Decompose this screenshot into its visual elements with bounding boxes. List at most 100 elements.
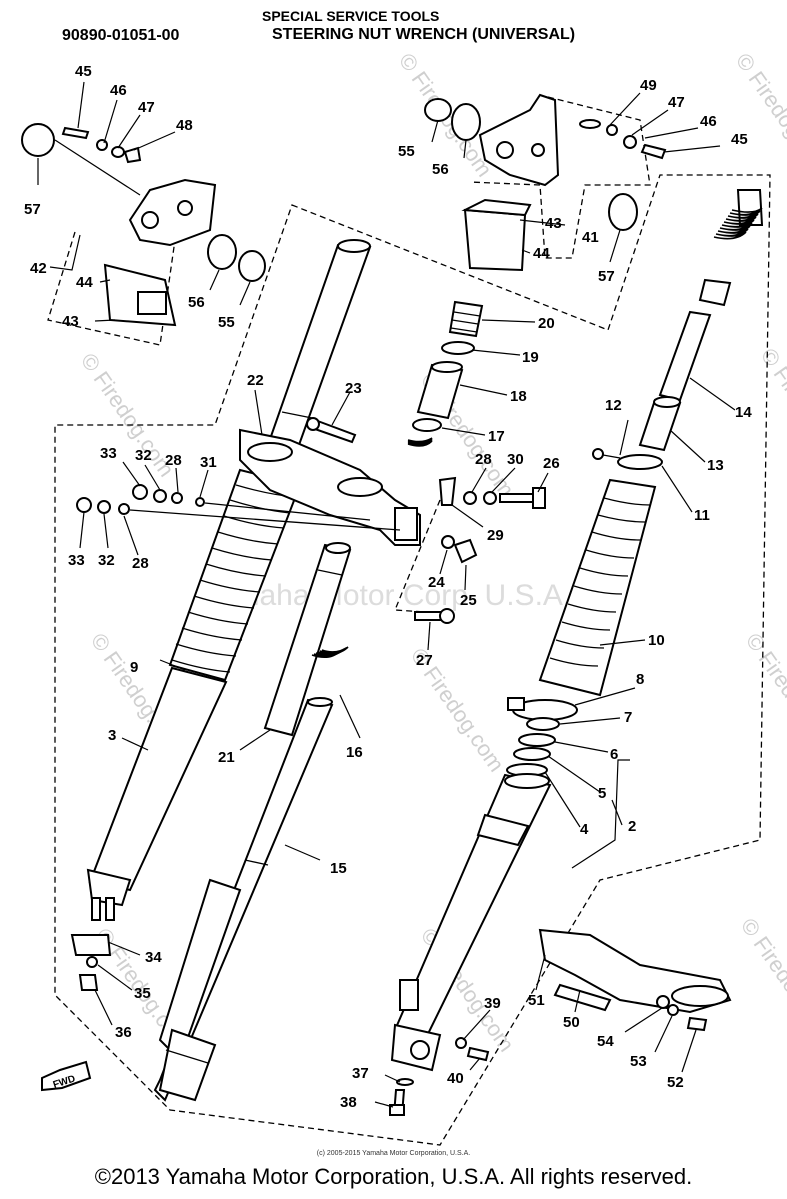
callout-57: 57 — [598, 268, 615, 285]
top-bracket-outline — [469, 96, 651, 259]
top-left-bracket — [21, 123, 266, 327]
callout-53: 53 — [630, 1053, 647, 1070]
callout-22: 22 — [247, 372, 264, 389]
callout-24: 24 — [428, 574, 445, 591]
callout-40: 40 — [447, 1070, 464, 1087]
seat-17 — [412, 418, 442, 432]
callout-43: 43 — [545, 215, 562, 232]
callout-51: 51 — [528, 992, 545, 1009]
small-footer: (c) 2005-2015 Yamaha Motor Corporation, … — [316, 1150, 471, 1157]
leader-lines — [37, 81, 736, 1108]
caliper-bracket — [538, 928, 732, 1032]
callout-47: 47 — [138, 99, 155, 116]
callout-16: 16 — [346, 744, 363, 761]
callout-14: 14 — [735, 404, 752, 421]
callout-50: 50 — [563, 1014, 580, 1031]
callout-38: 38 — [340, 1094, 357, 1111]
callout-7: 7 — [624, 709, 632, 726]
callout-49: 49 — [640, 77, 657, 94]
callout-32: 32 — [135, 447, 152, 464]
right-fork-leg — [389, 189, 764, 1116]
callout-39: 39 — [484, 995, 501, 1012]
callout-9: 9 — [130, 659, 138, 676]
callout-6: 6 — [610, 746, 618, 763]
callout-18: 18 — [510, 388, 527, 405]
under-bracket — [239, 417, 421, 546]
inner-tube-cap — [337, 239, 371, 253]
watermark-firedog: © Firedog.com — [756, 344, 787, 477]
callout-17: 17 — [488, 428, 505, 445]
watermark-firedog: © Firedog.com — [736, 914, 787, 1047]
spring-14 — [713, 207, 763, 240]
callout-13: 13 — [707, 457, 724, 474]
callout-28: 28 — [165, 452, 182, 469]
callout-48: 48 — [176, 117, 193, 134]
cap-bolt-20 — [448, 300, 484, 338]
outer-tube-left — [88, 666, 228, 892]
callout-44: 44 — [533, 245, 550, 262]
callout-55: 55 — [218, 314, 235, 331]
callout-26: 26 — [543, 455, 560, 472]
callout-5: 5 — [598, 785, 606, 802]
callout-11: 11 — [694, 507, 710, 524]
callout-37: 37 — [352, 1065, 369, 1082]
callout-28: 28 — [475, 451, 492, 468]
callout-41: 41 — [582, 229, 599, 246]
callout-12: 12 — [605, 397, 622, 414]
lamp-stay-top — [463, 208, 527, 272]
callout-30: 30 — [507, 451, 524, 468]
callout-42: 42 — [30, 260, 47, 277]
spring-small — [407, 437, 433, 447]
o-ring-19 — [441, 341, 475, 355]
tool-name: STEERING NUT WRENCH (UNIVERSAL) — [272, 26, 576, 43]
callout-43: 43 — [62, 313, 79, 330]
assembly-outline — [54, 174, 771, 1146]
callout-15: 15 — [330, 860, 347, 877]
callout-23: 23 — [345, 380, 362, 397]
callout-54: 54 — [597, 1033, 614, 1050]
watermark-firedog: © Firedog.com — [741, 629, 787, 762]
callout-57: 57 — [24, 201, 41, 218]
fork-boot-right — [538, 478, 657, 697]
fwd-marker: FWD — [41, 1060, 92, 1092]
axle-holder-left — [86, 868, 132, 907]
callout-10: 10 — [648, 632, 665, 649]
callout-56: 56 — [432, 161, 449, 178]
center-parts — [153, 300, 484, 1102]
callout-34: 34 — [145, 949, 162, 966]
callout-47: 47 — [668, 94, 685, 111]
left-hardware — [76, 484, 401, 531]
callout-29: 29 — [487, 527, 504, 544]
callout-45: 45 — [731, 131, 748, 148]
callout-4: 4 — [580, 821, 589, 838]
spring-16 — [311, 646, 349, 659]
callout-55: 55 — [398, 143, 415, 160]
callout-28: 28 — [132, 555, 149, 572]
watermark-firedog: © Firedog.com — [76, 349, 179, 482]
callout-32: 32 — [98, 552, 115, 569]
callout-35: 35 — [134, 985, 151, 1002]
top-right-bracket — [424, 93, 667, 272]
callout-19: 19 — [522, 349, 539, 366]
callout-36: 36 — [115, 1024, 132, 1041]
left-fork-leg — [86, 239, 372, 921]
callout-44: 44 — [76, 274, 93, 291]
callout-52: 52 — [667, 1074, 684, 1091]
callout-20: 20 — [538, 315, 555, 332]
callout-3: 3 — [108, 727, 116, 744]
callout-46: 46 — [110, 82, 127, 99]
callout-labels: 45 46 47 48 57 42 44 43 56 55 55 56 49 4… — [24, 63, 752, 1111]
spacer-13 — [638, 398, 682, 452]
tool-number: 90890-01051-00 — [62, 27, 180, 44]
left-bottom-hardware — [70, 934, 112, 991]
right-hardware — [414, 476, 546, 624]
copyright-footer: ©2013 Yamaha Motor Corporation, U.S.A. A… — [94, 1164, 693, 1189]
callout-33: 33 — [68, 552, 85, 569]
watermark-firedog: © Firedog.com — [731, 49, 787, 182]
callout-46: 46 — [700, 113, 717, 130]
callout-27: 27 — [416, 652, 433, 669]
seal-11 — [617, 454, 663, 470]
callout-8: 8 — [636, 671, 644, 688]
header-title: SPECIAL SERVICE TOOLS — [262, 8, 440, 24]
